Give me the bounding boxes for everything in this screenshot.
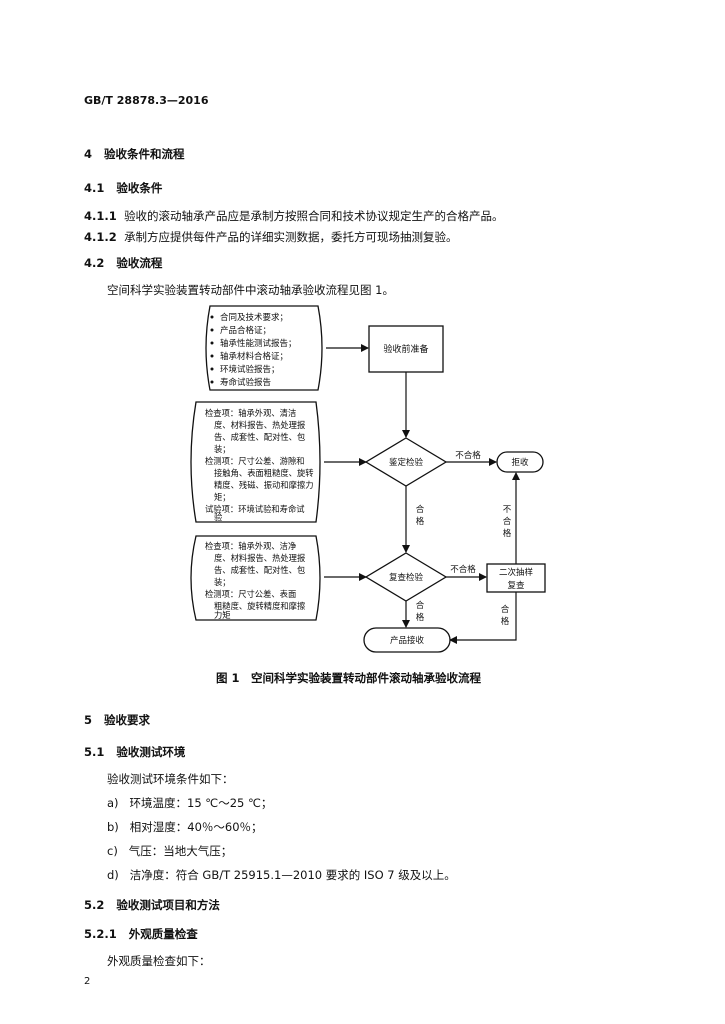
doc-item: 合同及技术要求； bbox=[220, 312, 288, 323]
resample-line: 二次抽样 bbox=[499, 567, 534, 578]
inspection-items-box-2: 检查项：轴承外观、洁净 度、材料报告、热处理报 告、成套性、配对性、包 装； 检… bbox=[190, 535, 321, 621]
section-title: 验收测试环境 bbox=[116, 745, 186, 759]
fail-label: 不合格 bbox=[455, 450, 481, 461]
list-mark: a) bbox=[107, 796, 119, 810]
list-text: 气压：当地大气压； bbox=[128, 844, 233, 858]
inspect2-line: 装； bbox=[214, 577, 231, 587]
inspect1-line: 检测项：尺寸公差、游隙和 bbox=[205, 456, 305, 466]
inspect1-line: 检查项：轴承外观、清洁 bbox=[205, 408, 296, 418]
section-number: 4 bbox=[84, 147, 93, 161]
section-number: 5.2 bbox=[84, 898, 105, 912]
doc-item: 产品合格证； bbox=[220, 325, 271, 336]
clause-text: 验收的滚动轴承产品应是承制方按照合同和技术协议规定生产的合格产品。 bbox=[124, 209, 504, 223]
decision-identification-test: 鉴定检验 bbox=[364, 437, 448, 487]
inspection-items-box-1: 检查项：轴承外观、清洁 度、材料报告、热处理报 告、成套性、配对性、包 装； 检… bbox=[190, 401, 321, 523]
resample-line: 复查 bbox=[507, 580, 525, 591]
doc-item: 轴承性能测试报告； bbox=[220, 338, 297, 349]
section-5-1-heading: 5.1 验收测试环境 bbox=[84, 744, 185, 760]
inspect1-line: 告、成套性、配对性、包 bbox=[214, 432, 305, 442]
section-title: 验收测试项目和方法 bbox=[116, 898, 220, 912]
inspect1-line: 度、材料报告、热处理报 bbox=[214, 420, 305, 430]
fail-char: 不 bbox=[503, 505, 512, 515]
standard-code: GB/T 28878.3—2016 bbox=[84, 94, 209, 107]
list-text: 洁净度：符合 GB/T 25915.1—2010 要求的 ISO 7 级及以上。 bbox=[129, 868, 456, 882]
clause-number: 4.1.2 bbox=[84, 230, 117, 244]
doc-item: 轴承材料合格证； bbox=[220, 351, 288, 362]
pass-char: 格 bbox=[501, 616, 510, 627]
decision1-label: 鉴定检验 bbox=[389, 457, 424, 468]
env-list-item: d) 洁净度：符合 GB/T 25915.1—2010 要求的 ISO 7 级及… bbox=[107, 867, 456, 883]
list-text: 环境温度：15 ℃～25 ℃； bbox=[129, 796, 273, 810]
inspect1-line: 精度、残磁、振动和摩擦力 bbox=[214, 480, 314, 490]
section-4-1-heading: 4.1 验收条件 bbox=[84, 180, 162, 196]
prep-label: 验收前准备 bbox=[383, 343, 428, 355]
section-5-2-1-intro: 外观质量检查如下： bbox=[107, 954, 211, 968]
pass-char: 合 bbox=[416, 504, 425, 515]
section-number: 5.2.1 bbox=[84, 927, 117, 941]
list-mark: b) bbox=[107, 820, 119, 834]
fail-label: 不合格 bbox=[450, 564, 476, 575]
section-number: 4.1 bbox=[84, 181, 105, 195]
fail-char: 合 bbox=[503, 516, 512, 527]
inspect1-line: 矩； bbox=[214, 492, 231, 502]
section-5-2-heading: 5.2 验收测试项目和方法 bbox=[84, 897, 220, 913]
inspect2-line: 告、成套性、配对性、包 bbox=[214, 565, 305, 575]
fail-char: 格 bbox=[503, 528, 512, 539]
pass-char: 合 bbox=[501, 604, 510, 615]
inspect2-line: 检查项：轴承外观、洁净 bbox=[205, 541, 296, 551]
reject-box: 拒收 bbox=[496, 451, 544, 473]
inspect1-line: 试验项：环境试验和寿命试 bbox=[205, 504, 305, 514]
inspect1-line: 验 bbox=[214, 512, 223, 522]
section-number: 4.2 bbox=[84, 256, 105, 270]
section-5-heading: 5 验收要求 bbox=[84, 712, 150, 728]
resample-box: 二次抽样 复查 bbox=[486, 563, 546, 593]
env-list-item: a) 环境温度：15 ℃～25 ℃； bbox=[107, 795, 272, 811]
env-list-item: b) 相对湿度：40％～60％； bbox=[107, 819, 263, 835]
inspect2-line: 粗糙度、旋转精度和摩擦 bbox=[214, 601, 305, 611]
section-4-heading: 4 验收条件和流程 bbox=[84, 146, 185, 162]
clause-text: 承制方应提供每件产品的详细实测数据，委托方可现场抽测复验。 bbox=[124, 230, 458, 244]
page-number: 2 bbox=[84, 976, 91, 987]
inspect2-line: 检测项：尺寸公差、表面 bbox=[205, 589, 296, 599]
accept-label: 产品接收 bbox=[390, 635, 425, 646]
section-title: 验收条件 bbox=[116, 181, 163, 195]
section-4-2-heading: 4.2 验收流程 bbox=[84, 255, 162, 271]
clause-number: 4.1.1 bbox=[84, 209, 117, 223]
decision2-label: 复查检验 bbox=[389, 572, 424, 583]
section-5-2-1-heading: 5.2.1 外观质量检查 bbox=[84, 926, 198, 942]
clause-4-1-1: 4.1.1 验收的滚动轴承产品应是承制方按照合同和技术协议规定生产的合格产品。 bbox=[84, 208, 504, 224]
doc-item: 寿命试验报告 bbox=[220, 377, 271, 388]
section-5-1-intro: 验收测试环境条件如下： bbox=[107, 772, 234, 786]
pass-char: 格 bbox=[416, 612, 425, 623]
inspect1-line: 装； bbox=[214, 444, 231, 454]
arrow-resample-to-accept bbox=[449, 592, 517, 644]
pass-char: 格 bbox=[416, 516, 425, 527]
decision-review-test: 复查检验 bbox=[364, 552, 448, 602]
section-title: 外观质量检查 bbox=[128, 927, 198, 941]
section-4-2-intro: 空间科学实验装置转动部件中滚动轴承验收流程见图 1。 bbox=[107, 283, 394, 297]
list-text: 相对湿度：40％～60％； bbox=[129, 820, 263, 834]
flowchart: 合同及技术要求； 产品合格证； 轴承性能测试报告； 轴承材料合格证； 环境试验报… bbox=[190, 305, 546, 653]
list-mark: d) bbox=[107, 868, 119, 882]
section-title: 验收条件和流程 bbox=[104, 147, 185, 161]
prep-box: 验收前准备 bbox=[368, 325, 444, 373]
doc-item: 环境试验报告； bbox=[220, 364, 280, 375]
section-title: 验收要求 bbox=[104, 713, 151, 727]
figure-caption: 图 1 空间科学实验装置转动部件滚动轴承验收流程 bbox=[216, 671, 482, 685]
list-mark: c) bbox=[107, 844, 118, 858]
clause-4-1-2: 4.1.2 承制方应提供每件产品的详细实测数据，委托方可现场抽测复验。 bbox=[84, 229, 458, 245]
pass-char: 合 bbox=[416, 600, 425, 611]
documents-list-box: 合同及技术要求； 产品合格证； 轴承性能测试报告； 轴承材料合格证； 环境试验报… bbox=[205, 305, 323, 391]
section-number: 5.1 bbox=[84, 745, 105, 759]
section-number: 5 bbox=[84, 713, 93, 727]
inspect2-line: 度、材料报告、热处理报 bbox=[214, 553, 305, 563]
reject-label: 拒收 bbox=[511, 457, 529, 468]
inspect2-line: 力矩 bbox=[214, 610, 231, 620]
section-title: 验收流程 bbox=[116, 256, 163, 270]
env-list-item: c) 气压：当地大气压； bbox=[107, 843, 232, 859]
inspect1-line: 接触角、表面粗糙度、旋转 bbox=[214, 468, 314, 478]
accept-box: 产品接收 bbox=[363, 627, 451, 653]
